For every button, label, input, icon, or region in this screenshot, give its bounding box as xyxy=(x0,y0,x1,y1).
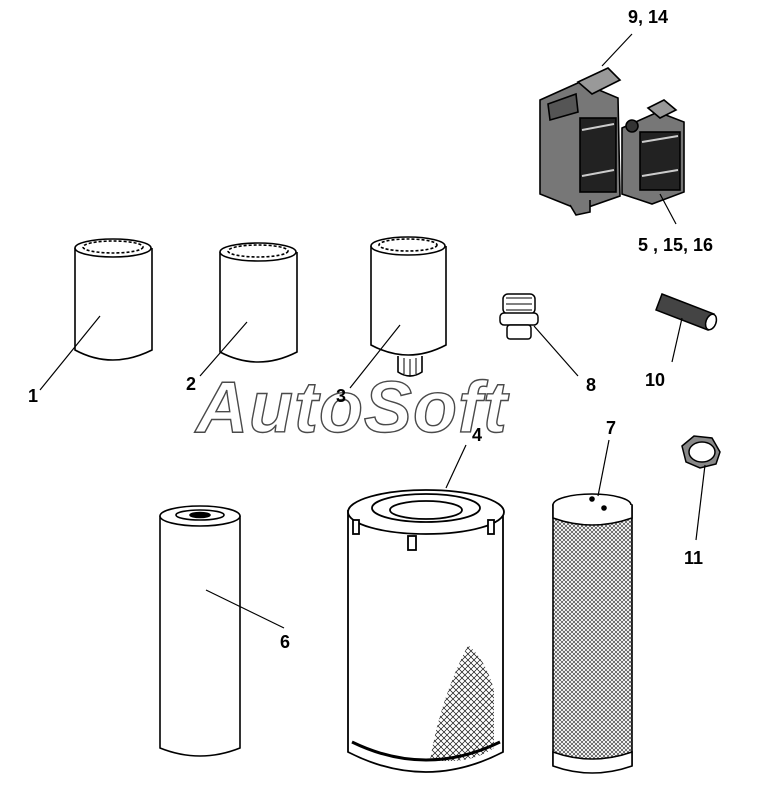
oil-canister-small-icon xyxy=(621,99,685,205)
callout-8: 8 xyxy=(586,375,596,395)
pin-icon xyxy=(655,293,718,331)
callout-7: 7 xyxy=(606,418,616,438)
plug-nut-icon xyxy=(681,435,721,469)
callout-11: 11 xyxy=(684,548,703,568)
callout-2: 2 xyxy=(186,374,196,394)
fuel-filter-icon xyxy=(219,242,298,363)
callout-6: 6 xyxy=(280,632,290,652)
leader-lines xyxy=(39,33,706,629)
breather-cap-icon xyxy=(499,293,539,340)
air-filter-safety-icon xyxy=(552,493,633,774)
callout-3: 3 xyxy=(336,386,346,406)
callout-9-14: 9, 14 xyxy=(628,7,668,27)
callout-1: 1 xyxy=(28,386,38,406)
oil-canister-icon xyxy=(539,67,622,216)
hydraulic-filter-icon xyxy=(159,505,241,757)
callout-10: 10 xyxy=(645,370,665,390)
watermark-text: AutoSoft xyxy=(194,368,510,448)
callout-4: 4 xyxy=(472,425,482,445)
water-separator-filter-icon xyxy=(370,236,447,377)
callout-5-15-16: 5 , 15, 16 xyxy=(638,235,713,255)
oil-filter-icon xyxy=(74,238,153,361)
air-filter-primary-icon xyxy=(347,489,505,773)
